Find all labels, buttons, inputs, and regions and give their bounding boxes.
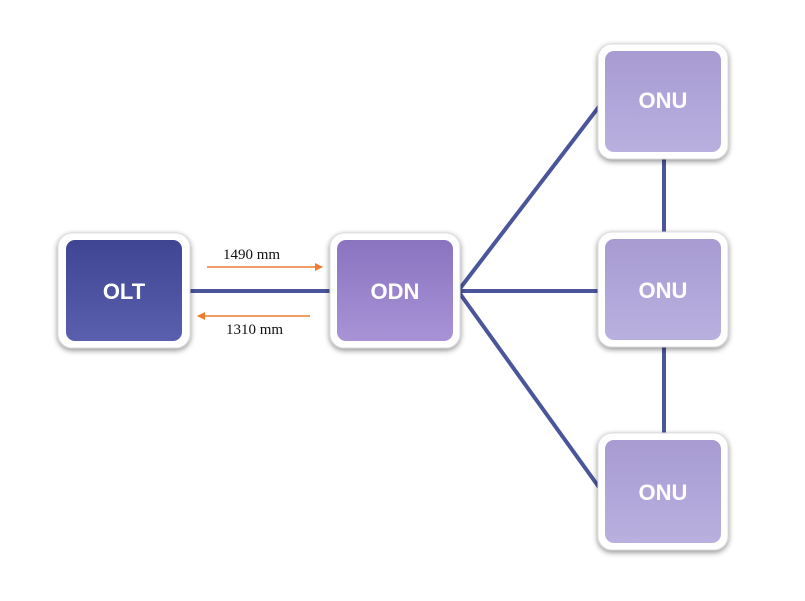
olt-label: OLT <box>103 279 146 304</box>
odn-label: ODN <box>371 279 420 304</box>
onu-top-label: ONU <box>639 88 688 113</box>
odn-box <box>337 240 453 341</box>
upstream-wavelength-label: 1310 mm <box>226 322 283 338</box>
onu-bottom-box <box>605 440 721 543</box>
onu-node-top: ONU <box>597 43 729 160</box>
odn-node: ODN <box>329 232 461 349</box>
olt-node: OLT <box>57 232 191 349</box>
onu-top-box <box>605 51 721 152</box>
onu-node-middle: ONU <box>597 231 729 348</box>
onu-middle-label: ONU <box>639 278 688 303</box>
connectors <box>188 102 666 492</box>
olt-box <box>66 240 182 341</box>
odn-onu-bottom-link <box>456 289 603 492</box>
downstream-wavelength-label: 1490 mm <box>223 247 280 263</box>
onu-bottom-label: ONU <box>639 480 688 505</box>
odn-onu-top-link <box>456 102 603 293</box>
onu-node-bottom: ONU <box>597 432 729 551</box>
onu-middle-box <box>605 239 721 340</box>
